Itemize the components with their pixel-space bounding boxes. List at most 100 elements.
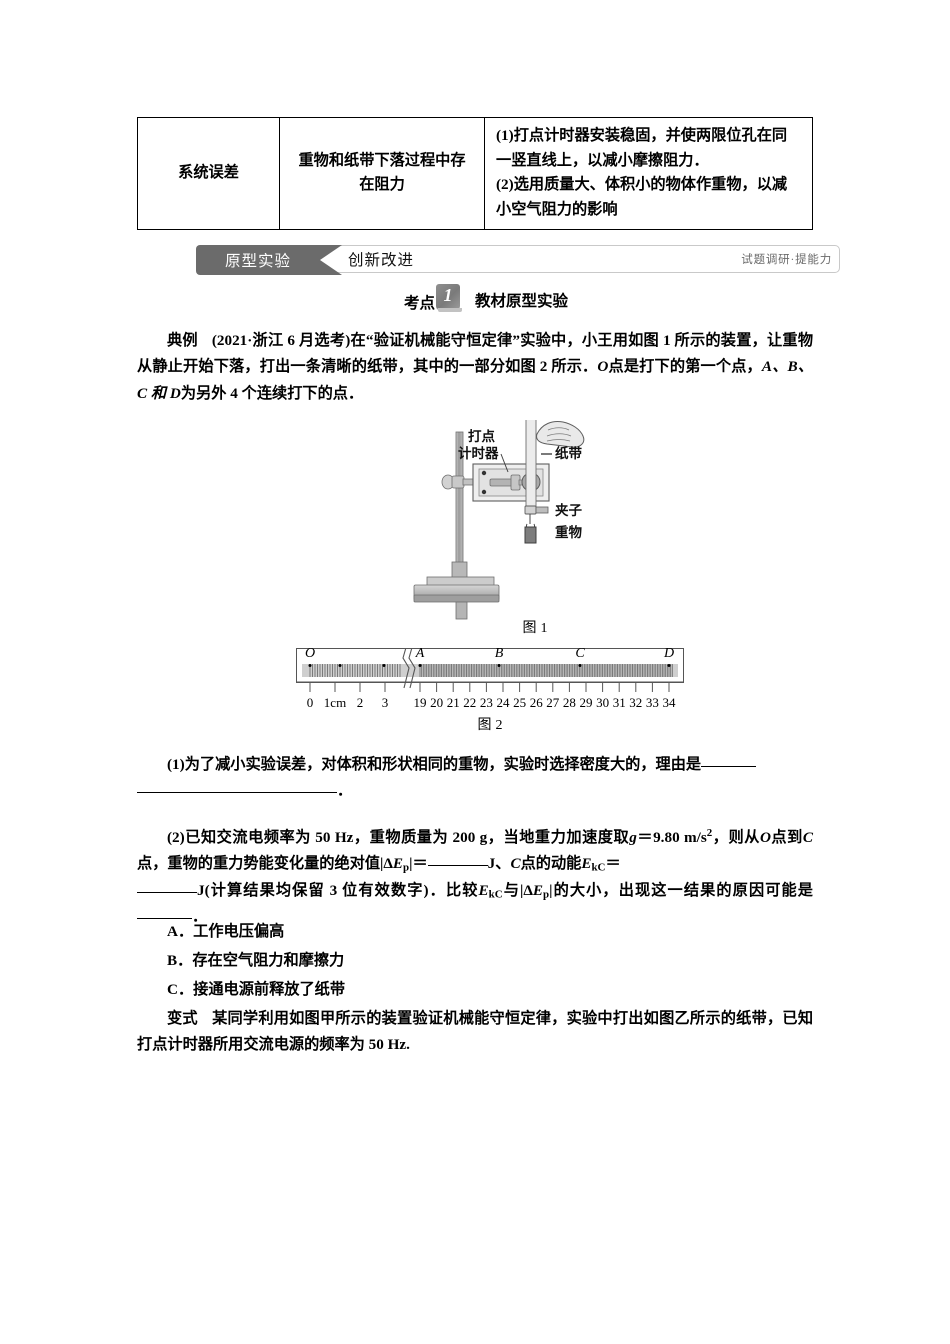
exponent-2: 2	[706, 827, 713, 839]
question-2-text-c: ，则从	[712, 829, 760, 847]
point-label-C: C	[575, 646, 585, 661]
svg-text:纸带: 纸带	[555, 445, 583, 462]
figure-2-caption-text: 图	[477, 718, 492, 733]
ruler-number-right-7: 26	[529, 695, 543, 710]
banner-badge-label: 试题调研·提能力	[741, 254, 832, 266]
banner-left-tab-label: 原型实验	[224, 252, 291, 270]
ruler-number-right-15: 34	[662, 695, 676, 710]
point-dot-unlabeled-1	[338, 664, 342, 667]
answer-blank-q2a[interactable]	[427, 865, 488, 867]
table-cell-cause: 重物和纸带下落过程中存 在阻力	[279, 117, 485, 230]
subscript-p: p	[403, 861, 410, 874]
example-source: (2021·浙江 6 月选考)	[211, 332, 351, 349]
question-2: (2)已知交流电频率为 50 Hz，重物质量为 200 g，当地重力加速度取g＝…	[137, 824, 813, 931]
question-2-text-i: |的大小，出现这一结果的原因可能是	[549, 881, 813, 899]
measure-line-3: (2)选用质量大、体积小的物体作重物，以减	[496, 176, 788, 194]
figure-1-caption-number: 1	[540, 621, 548, 636]
answer-blank-q1a[interactable]	[701, 766, 757, 767]
section-banner: 原型实验 创新改进 试题调研·提能力	[196, 245, 842, 275]
measure-line-1: (1)打点计时器安装稳固，并使两限位孔在同	[496, 127, 788, 144]
ruler-number-right-0: 19	[413, 695, 427, 710]
point-dot-D	[667, 664, 671, 667]
error-analysis-table: 系统误差 重物和纸带下落过程中存 在阻力 (1)打点计时器安装稳固，并使两限位孔…	[137, 117, 813, 230]
question-2-text-b: ＝9.80 m/s	[636, 829, 707, 847]
kaodian-number: 1	[443, 285, 453, 305]
ruler-number-right-11: 30	[596, 695, 610, 710]
question-2-text-a: (2)已知交流电频率为 50 Hz，重物质量为 200 g，当地重力加速度取	[167, 829, 630, 847]
figure-2-tape-ruler: O A B C D	[296, 643, 684, 696]
answer-blank-q1b[interactable]	[137, 792, 337, 794]
ruler-number-right-9: 28	[562, 695, 576, 710]
ruler-number-right-14: 33	[645, 695, 659, 710]
svg-text:重物: 重物	[555, 524, 583, 541]
symbol-EkC-2: E	[478, 881, 489, 899]
example-tag: 典例	[167, 332, 198, 349]
ruler-number-left-1: 1cm	[323, 695, 347, 710]
ruler-number-right-4: 23	[479, 695, 493, 710]
question-2-unit-2: J(计算结果均保留 3 位有效数字)．比较	[197, 881, 479, 899]
ruler-number-left-3: 3	[381, 695, 389, 710]
question-2-end: ．	[192, 908, 208, 926]
ruler-number-right-2: 21	[446, 695, 460, 710]
ruler-number-left-2: 2	[356, 695, 364, 710]
point-C-ref-2: C	[510, 855, 521, 873]
variant-tag: 变式	[167, 1010, 198, 1027]
question-1-end: ．	[337, 782, 353, 800]
figure-2-caption-number: 2	[495, 718, 503, 733]
question-2-text-f: |＝	[409, 855, 428, 873]
point-O-ref: O	[759, 829, 771, 847]
answer-blank-q2c[interactable]	[137, 918, 192, 920]
banner-right-tab-label: 创新改进	[348, 251, 415, 269]
ruler-svg	[296, 643, 684, 692]
subscript-kC-2: kC	[488, 888, 503, 901]
question-2-text-e: 点，重物的重力势能变化量的绝对值|Δ	[137, 855, 393, 873]
apparatus-svg: 打点 计时器 纸带 夹子 重物	[413, 417, 585, 620]
question-1-text: (1)为了减小实验误差，对体积和形状相同的重物，实验时选择密度大的，理由是	[167, 756, 702, 773]
ruler-number-right-8: 27	[546, 695, 560, 710]
ruler-number-right-1: 20	[430, 695, 444, 710]
ruler-number-right-12: 31	[612, 695, 626, 710]
option-C[interactable]: C．接通电源前释放了纸带	[167, 981, 346, 998]
point-dot-unlabeled-2	[382, 664, 386, 667]
point-dot-O	[308, 664, 312, 667]
point-label-O: O	[304, 646, 316, 661]
subscript-kC: kC	[591, 861, 606, 874]
ruler-number-right-3: 22	[463, 695, 477, 710]
symbol-Ep-2: E	[532, 881, 544, 899]
variant-paragraph: 变式某同学利用如图甲所示的装置验证机械能守恒定律，实验中打出如图乙所示的纸带，已…	[137, 1006, 813, 1059]
question-2-text-d: 点到	[770, 829, 803, 847]
cause-line-2: 在阻力	[359, 176, 405, 194]
option-A[interactable]: A．工作电压偏高	[167, 923, 285, 940]
kaodian-title: 教材原型实验	[475, 293, 569, 310]
example-text-2: 点是打下的第一个点，	[608, 358, 762, 376]
table-cell-measures: (1)打点计时器安装稳固，并使两限位孔在同 一竖直线上，以减小摩擦阻力． (2)…	[484, 117, 813, 230]
ruler-number-left-0: 0	[306, 695, 314, 710]
svg-text:夹子: 夹子	[555, 502, 583, 519]
kaodian-number-badge: 1	[436, 284, 463, 312]
ruler-number-right-13: 32	[629, 695, 643, 710]
symbol-Ep: E	[392, 855, 404, 873]
option-B[interactable]: B．存在空气阻力和摩擦力	[167, 952, 345, 969]
subscript-p-2: p	[543, 888, 550, 901]
variant-text: 某同学利用如图甲所示的装置验证机械能守恒定律，实验中打出如图乙所示的纸带，已知打…	[137, 1010, 814, 1054]
question-1: (1)为了减小实验误差，对体积和形状相同的重物，实验时选择密度大的，理由是 ．	[137, 752, 813, 805]
question-2-text-h: 与|Δ	[502, 881, 533, 899]
point-label-A: A	[415, 646, 425, 661]
measure-line-4: 小空气阻力的影响	[496, 200, 618, 218]
ruler-number-right-5: 24	[496, 695, 510, 710]
point-C-ref: C	[802, 829, 814, 847]
example-point-O: O	[597, 358, 609, 376]
kaodian-heading: 考点 1 教材原型实验	[404, 282, 568, 312]
point-dot-A	[418, 664, 422, 667]
point-dot-B	[497, 664, 501, 667]
banner-left-tab: 原型实验	[196, 245, 320, 275]
question-2-unit-1: J、	[487, 855, 511, 873]
kaodian-label: 考点	[404, 294, 436, 312]
example-text-3: 为另外 4 个连续打下的点．	[180, 384, 364, 402]
question-2-equals: ＝	[605, 855, 621, 873]
answer-blank-q2b[interactable]	[137, 891, 197, 893]
table-cell-error-type: 系统误差	[137, 117, 280, 230]
